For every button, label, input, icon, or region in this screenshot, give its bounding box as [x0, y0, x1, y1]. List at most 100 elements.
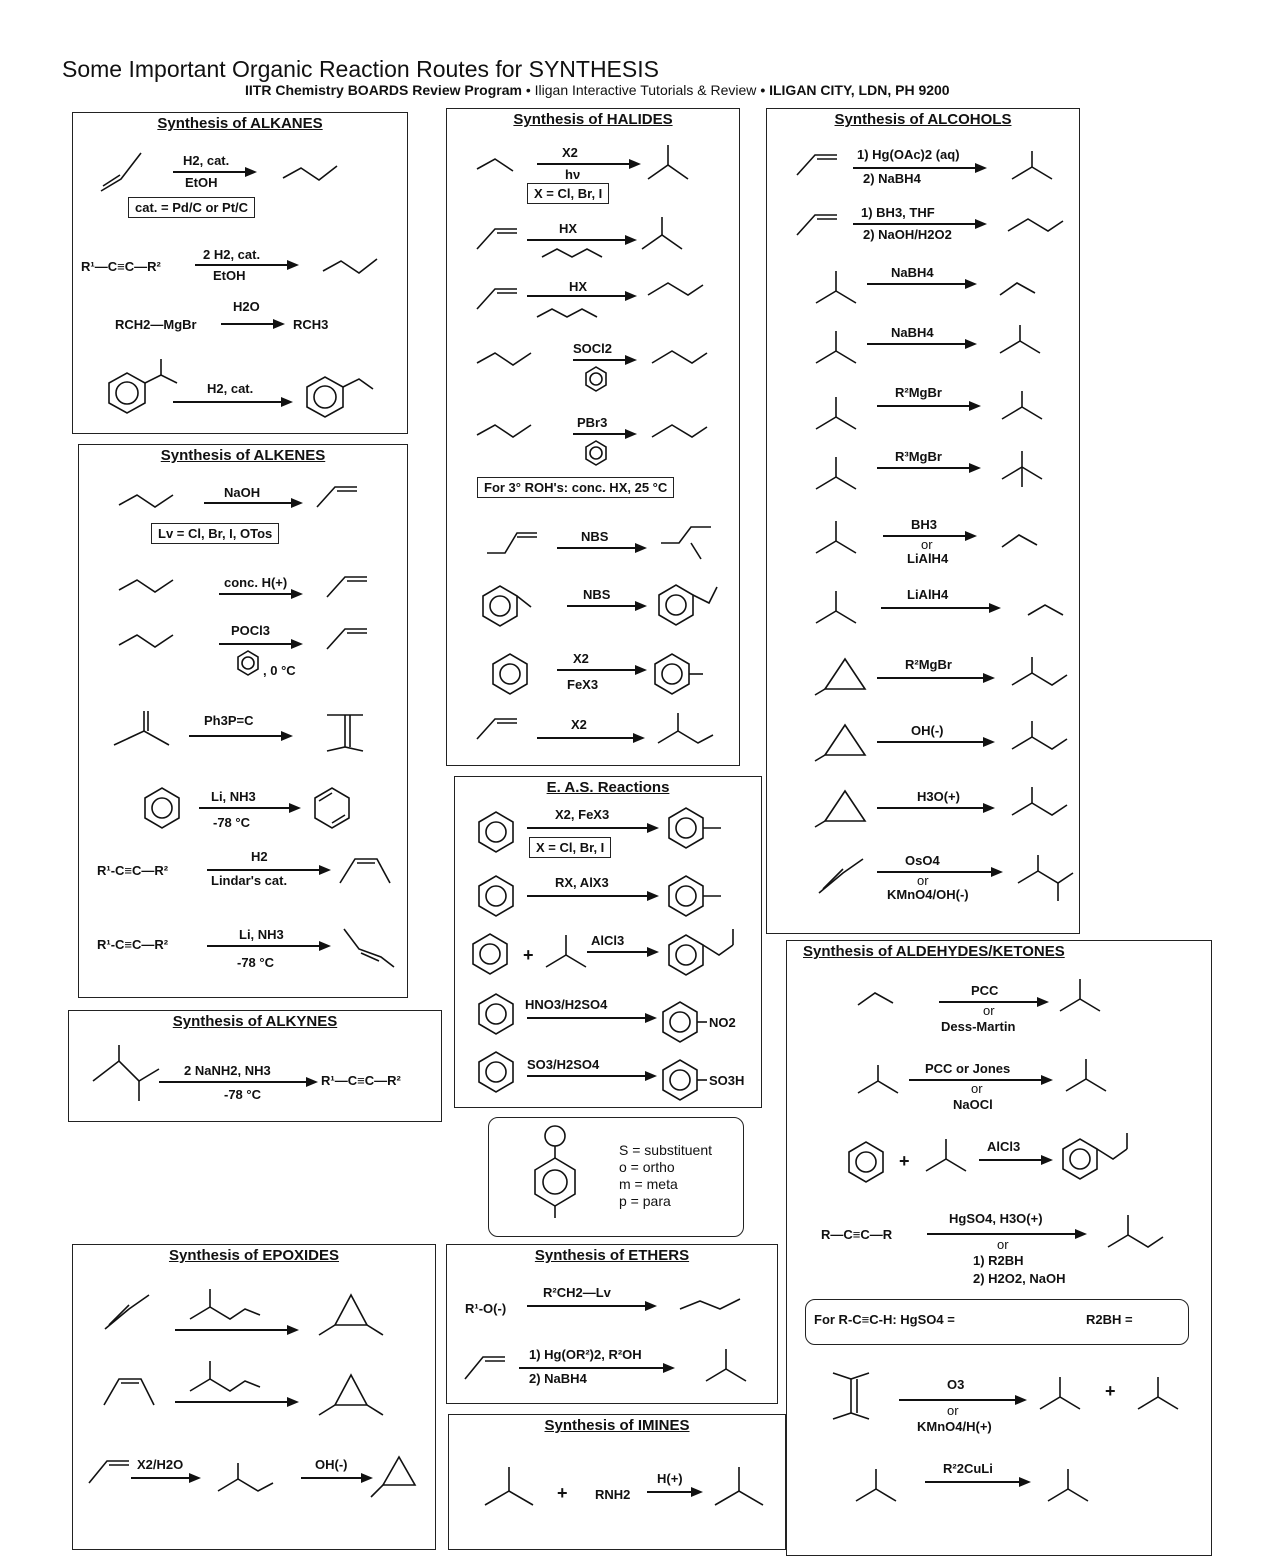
reaction-arrow: [207, 941, 331, 951]
alkene-structure: [326, 714, 364, 752]
alkenes-r6-top: H2: [251, 849, 268, 864]
aldehydes-r4-bottom1: 1) R2BH: [973, 1253, 1024, 1268]
reaction-arrow: [557, 665, 647, 675]
alkanes-title: Synthesis of ALKANES: [157, 115, 323, 132]
reaction-arrow: [173, 397, 293, 407]
page-subtitle: IITR Chemistry BOARDS Review Program • I…: [245, 82, 950, 98]
acyl-chloride-structure: [545, 935, 587, 968]
eas-r5-product: SO3H: [709, 1073, 745, 1088]
toluene-structure: [482, 585, 532, 627]
benzene-icon: [478, 875, 514, 917]
reaction-arrow: [199, 803, 301, 813]
alcohols-title: Synthesis of ALCOHOLS: [834, 111, 1012, 128]
aldehydes-r2-mid: or: [971, 1081, 983, 1096]
allyl-bromide-structure: [661, 526, 711, 560]
alkyne-note: For R-C≡C-H: HgSO4 = R2BH =: [805, 1299, 1189, 1345]
halides-r6-top: NBS: [581, 529, 609, 544]
aldehydes-r5-bottom: KMnO4/H(+): [917, 1419, 992, 1434]
halides-r5-note: For 3° ROH's: conc. HX, 25 °C: [477, 477, 675, 498]
reaction-arrow: [979, 1155, 1053, 1165]
alcohols-r12-bottom: KMnO4/OH(-): [887, 887, 969, 902]
aldehyde-structure: [1059, 979, 1101, 1012]
alcohol-structure: [476, 424, 532, 438]
reaction-arrow: [527, 291, 637, 301]
reaction-arrow: [131, 1473, 201, 1483]
alkanes-r1-top: H2, cat.: [183, 153, 230, 168]
alcohols-r4-top: NaBH4: [891, 325, 934, 340]
reaction-arrow: [537, 159, 641, 169]
halides-r7-top: NBS: [583, 587, 611, 602]
reaction-arrow: [173, 167, 257, 177]
alkynes-title: Synthesis of ALKYNES: [172, 1013, 338, 1030]
reaction-arrow: [877, 463, 981, 473]
alkanes-r3-reactant: RCH2—MgBr: [115, 317, 197, 332]
alkynes-r1-bottom: -78 °C: [224, 1087, 261, 1102]
halides-r8-top: X2: [573, 651, 589, 666]
legend-item: S = substituent: [619, 1142, 713, 1158]
alcohols-r1-top: 1) Hg(OAc)2 (aq): [857, 147, 960, 162]
alcohol-structure: [118, 634, 174, 648]
ketone-structure: [1107, 1215, 1164, 1248]
ethers-r1-reactant: R¹-O(-): [465, 1301, 507, 1316]
alkynes-r1-product: R¹—C≡C—R²: [321, 1073, 401, 1088]
reaction-arrow: [204, 498, 303, 508]
halides-r8-bottom: FeX3: [567, 677, 599, 692]
peroxide-structure: [536, 308, 598, 318]
alcohols-r8-top: LiAlH4: [907, 587, 949, 602]
benzene-icon: [478, 1051, 514, 1093]
benzene-icon: [144, 787, 180, 829]
alkene-structure: [464, 1356, 505, 1380]
primary-alcohol-structure: [999, 282, 1036, 296]
eas-panel: E. A.S. Reactions X2, FeX3 X = Cl, Br, I…: [454, 776, 762, 1108]
alkanes-r4-top: H2, cat.: [207, 381, 254, 396]
alcohols-r12-top: OsO4: [905, 853, 940, 868]
alkanes-r2-top: 2 H2, cat.: [203, 247, 261, 262]
aldehydes-r1-bottom: Dess-Martin: [941, 1019, 1016, 1034]
alkyl-halide-structure: [647, 282, 704, 296]
reaction-arrow: [877, 803, 995, 813]
imines-panel: Synthesis of IMINES + RNH2 H(+): [448, 1414, 786, 1550]
alcohols-r10-top: OH(-): [911, 723, 944, 738]
halohydrin-structure: [217, 1463, 274, 1492]
acyl-chloride-structure: [855, 1469, 897, 1502]
aldehydes-title: Synthesis of ALDEHYDES/KETONES: [803, 943, 1065, 960]
alkene-structure: [818, 858, 864, 894]
trans-epoxide-structure: [318, 1293, 384, 1336]
primary-alcohol-structure: [1001, 534, 1038, 548]
alcohols-r5-top: R²MgBr: [895, 385, 942, 400]
imines-r1-top: H(+): [657, 1471, 683, 1486]
benzene-icon: [472, 933, 508, 975]
benzyl-bromide-structure: [658, 584, 718, 626]
alkyl-halide-structure: [641, 217, 683, 250]
aldehydes-r2-bottom: NaOCl: [953, 1097, 993, 1112]
halides-r1-top: X2: [562, 145, 578, 160]
alcohol-structure: [476, 352, 532, 366]
alcohols-r12-mid: or: [917, 873, 929, 888]
primary-alcohol-structure: [857, 992, 894, 1006]
trans-alkene-structure: [104, 1294, 150, 1330]
alcohols-r7-mid: or: [921, 537, 933, 552]
vicinal-dihalide-structure: [657, 713, 714, 744]
alkene-structure: [796, 154, 837, 176]
alkenes-r6-reactant: R¹-C≡C—R²: [97, 863, 169, 878]
reaction-arrow: [883, 531, 977, 541]
alkene-structure: [476, 718, 517, 740]
reaction-arrow: [573, 429, 637, 439]
eas-r2-top: RX, AlX3: [555, 875, 609, 890]
halides-r1-bottom: hν: [565, 167, 581, 182]
reaction-arrow: [527, 1071, 657, 1081]
alkenes-title: Synthesis of ALKENES: [160, 447, 326, 464]
reaction-arrow: [189, 731, 293, 741]
imine-structure: [714, 1467, 764, 1506]
alcohols-r3-top: NaBH4: [891, 265, 934, 280]
reaction-arrow: [195, 260, 299, 270]
plus-sign: +: [1105, 1381, 1116, 1401]
alkane-structure: [322, 258, 378, 274]
alkenes-r1-top: NaOH: [224, 485, 261, 500]
aryl-ketone-structure: [668, 929, 734, 976]
aldehydes-r1-mid: or: [983, 1003, 995, 1018]
reaction-arrow: [219, 639, 303, 649]
peracid-structure: [189, 1361, 261, 1392]
halides-r1-note: X = Cl, Br, I: [527, 183, 610, 204]
alkanes-r2-reactant: R¹—C≡C—R²: [81, 259, 161, 274]
